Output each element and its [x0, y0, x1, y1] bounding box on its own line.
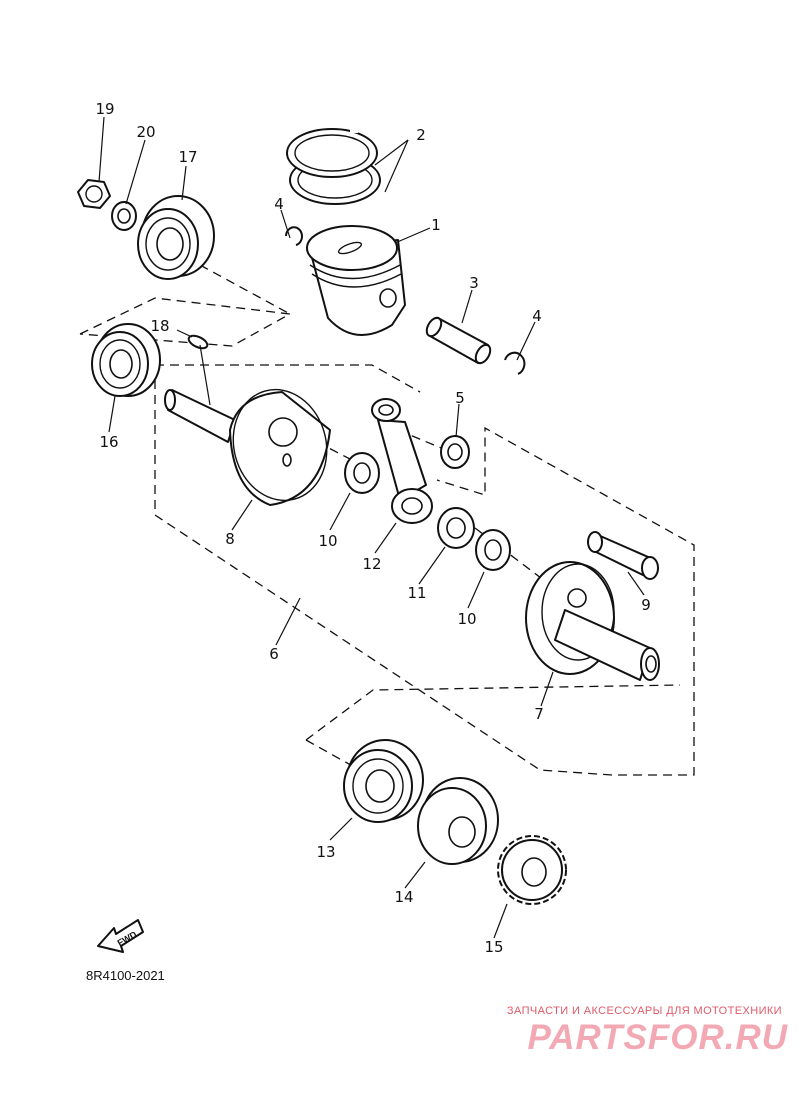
piston-rings	[286, 127, 381, 205]
callout-7: 7	[534, 705, 544, 723]
bearing-right	[343, 739, 424, 823]
callout-10-left: 10	[318, 532, 337, 550]
watermark-logo: PARTSFOR.RU	[527, 1018, 788, 1057]
bearing-left	[91, 323, 161, 397]
callout-16: 16	[99, 433, 118, 451]
callout-9: 9	[641, 596, 651, 614]
primary-drive-gear	[497, 835, 567, 905]
callout-6: 6	[269, 645, 279, 663]
crank-pin	[587, 531, 659, 580]
watermark-subtitle: ЗАПЧАСТИ И АКСЕССУАРЫ ДЛЯ МОТОТЕХНИКИ	[506, 1005, 782, 1017]
callout-5: 5	[455, 389, 465, 407]
callout-2: 2	[416, 126, 426, 144]
callout-3: 3	[469, 274, 479, 292]
callout-11: 11	[407, 584, 426, 602]
assembly-outline-lines	[79, 264, 695, 776]
callout-4-left: 4	[274, 195, 284, 213]
small-end-bearing	[440, 435, 470, 469]
nut	[77, 179, 111, 209]
oil-seal-right	[417, 777, 499, 865]
woodruff-key	[187, 334, 209, 350]
oil-seal	[137, 195, 215, 280]
leader-lines	[98, 116, 645, 939]
piston	[306, 225, 406, 336]
thrust-washer-right	[475, 529, 511, 571]
callout-10-right: 10	[457, 610, 476, 628]
callout-17: 17	[178, 148, 197, 166]
callout-18: 18	[150, 317, 169, 335]
crank-half-right	[525, 561, 660, 681]
crank-half-left	[164, 388, 331, 506]
callout-4-right: 4	[532, 307, 542, 325]
callout-20: 20	[136, 123, 155, 141]
callout-15: 15	[484, 938, 503, 956]
callout-numbers: 1 2 3 4 4 5 6 7 8 9 10 10 11 12 13 14 15…	[95, 100, 650, 956]
connecting-rod	[371, 398, 433, 524]
callout-8: 8	[225, 530, 235, 548]
forward-arrow-icon: FWD	[97, 919, 144, 953]
lock-washer	[111, 201, 137, 231]
big-end-bearing	[437, 507, 475, 549]
circlip-left	[285, 226, 303, 246]
piston-pin	[425, 316, 492, 365]
callout-13: 13	[316, 843, 335, 861]
thrust-washer-left	[344, 452, 380, 494]
drawing-code: 8R4100-2021	[86, 968, 165, 983]
callout-1: 1	[431, 216, 441, 234]
callout-12: 12	[362, 555, 381, 573]
callout-19: 19	[95, 100, 114, 118]
circlip-right	[504, 351, 526, 375]
callout-14: 14	[394, 888, 413, 906]
